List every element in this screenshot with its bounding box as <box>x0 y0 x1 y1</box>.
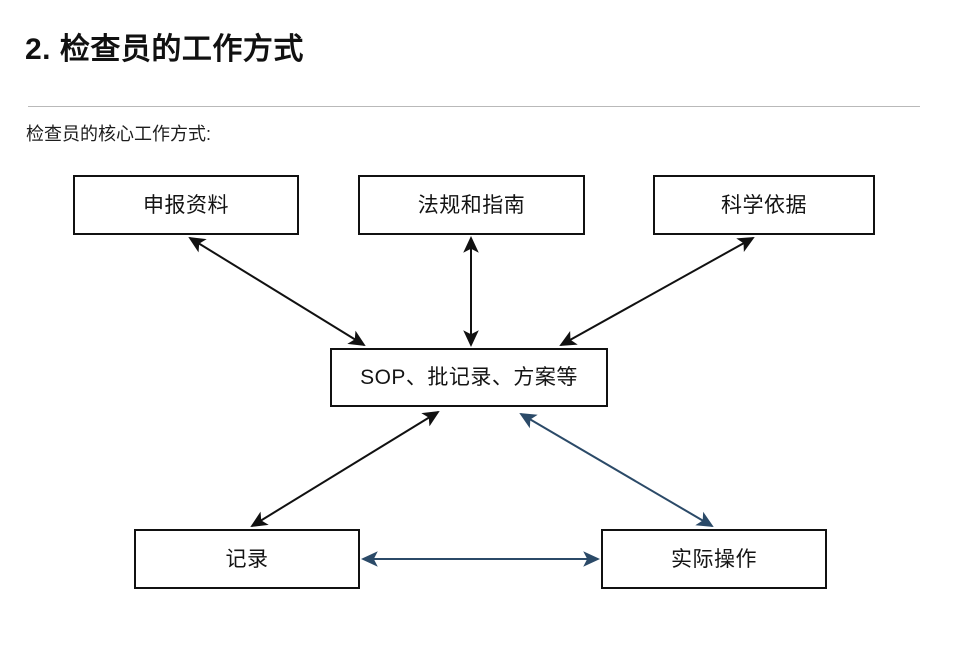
node-operation-label: 实际操作 <box>671 547 757 571</box>
node-records[interactable]: 记录 <box>134 529 360 589</box>
connector-declaration-sop <box>188 236 366 347</box>
page-title: 2. 检查员的工作方式 <box>25 33 304 66</box>
node-science[interactable]: 科学依据 <box>653 175 875 235</box>
connector-operation-sop <box>519 412 714 528</box>
node-operation[interactable]: 实际操作 <box>601 529 827 589</box>
connector-records-sop <box>250 410 440 528</box>
node-regulation-label: 法规和指南 <box>417 193 526 217</box>
node-sop[interactable]: SOP、批记录、方案等 <box>330 348 608 407</box>
node-science-label: 科学依据 <box>721 193 807 217</box>
node-records-label: 记录 <box>225 547 269 571</box>
node-declaration-label: 申报资料 <box>143 193 229 217</box>
node-declaration[interactable]: 申报资料 <box>73 175 299 235</box>
subtitle-text: 检查员的核心工作方式: <box>26 124 211 144</box>
node-regulation[interactable]: 法规和指南 <box>358 175 585 235</box>
title-divider <box>28 106 920 107</box>
connector-science-sop <box>559 237 755 346</box>
node-sop-label: SOP、批记录、方案等 <box>360 366 578 389</box>
